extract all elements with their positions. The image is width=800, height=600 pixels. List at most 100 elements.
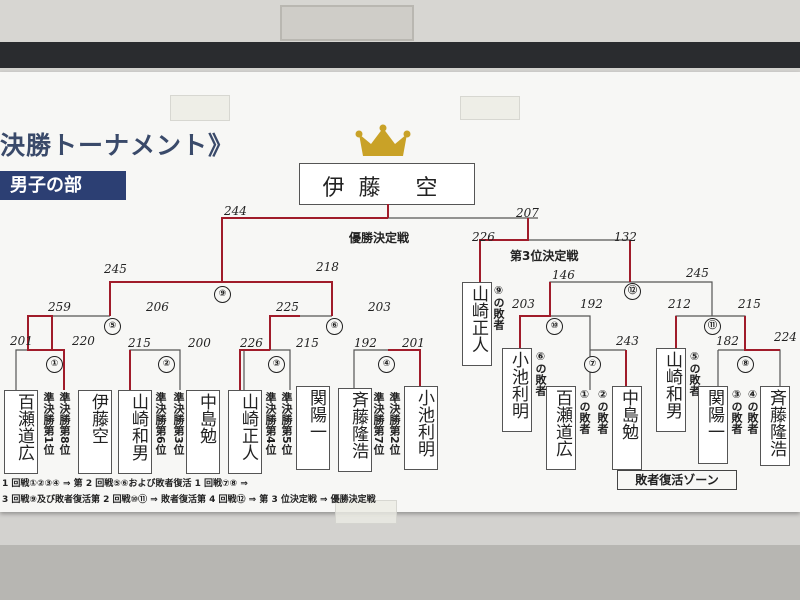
score: 132	[614, 230, 637, 244]
match-3: ③	[268, 356, 285, 373]
score: 215	[296, 336, 319, 350]
player-seed: 準決勝第4位	[264, 392, 277, 455]
tape-strip	[335, 500, 397, 524]
third-place-label: 第3位決定戦	[510, 249, 579, 263]
player-name: 斉藤隆浩	[766, 389, 786, 457]
player-box: 山崎正人	[228, 390, 262, 474]
score: 220	[72, 334, 95, 348]
repechage-note: ⑨の敗者	[492, 284, 505, 330]
player-box: 伊藤空	[78, 390, 112, 474]
player-name: 百瀬道広	[14, 393, 34, 461]
division-banner: 男子の部	[0, 171, 126, 200]
repechage-note: ③の敗者	[730, 388, 743, 434]
player-box: 関陽一	[296, 386, 330, 470]
player-seed: 準決勝第1位	[42, 392, 55, 455]
champion-box: 伊藤 空	[299, 163, 475, 205]
repechage-note: ②の敗者	[596, 388, 609, 434]
tape-strip	[460, 96, 520, 120]
player-name: 関陽一	[306, 389, 326, 440]
score: 215	[738, 297, 761, 311]
match-4: ④	[378, 356, 395, 373]
player-name: 山崎和男	[662, 351, 682, 419]
repechage-note: ①の敗者	[578, 388, 591, 434]
score: 226	[472, 230, 495, 244]
tape-strip	[170, 95, 230, 121]
match-10: ⑩	[546, 318, 563, 335]
match-11: ⑪	[704, 318, 721, 335]
player-box: 山崎和男	[118, 390, 152, 474]
score: 224	[774, 330, 797, 344]
score: 146	[552, 268, 575, 282]
score: 215	[128, 336, 151, 350]
player-box: 中島勉	[186, 390, 220, 474]
player-name: 山崎正人	[238, 393, 258, 461]
floor	[0, 545, 800, 600]
player-name: 百瀬道広	[552, 389, 572, 457]
score: 212	[668, 297, 691, 311]
score: 200	[188, 336, 211, 350]
score: 203	[368, 300, 391, 314]
player-seed: 準決勝第6位	[154, 392, 167, 455]
ceiling	[0, 0, 800, 45]
score: 206	[146, 300, 169, 314]
repechage-box: 中島勉	[612, 386, 642, 470]
poster-title: 決勝トーナメント》	[0, 131, 235, 160]
score: 201	[10, 334, 33, 348]
player-seed: 準決勝第7位	[372, 392, 385, 455]
match-2: ②	[158, 356, 175, 373]
player-seed: 準決勝第8位	[58, 392, 71, 455]
repechage-zone-label: 敗者復活ゾーン	[617, 470, 737, 490]
player-name: 小池利明	[508, 351, 528, 419]
repechage-box: 関陽一	[698, 386, 728, 464]
repechage-box: 山崎正人	[462, 282, 492, 366]
player-name: 中島勉	[196, 393, 216, 444]
match-12: ⑫	[624, 283, 641, 300]
champion-name: 伊藤 空	[322, 176, 452, 201]
match-6: ⑥	[326, 318, 343, 335]
repechage-note: ⑥の敗者	[534, 350, 547, 396]
match-5: ⑤	[104, 318, 121, 335]
ceiling-vent	[280, 5, 414, 41]
player-seed: 準決勝第3位	[172, 392, 185, 455]
score: 226	[240, 336, 263, 350]
score: 218	[316, 260, 339, 274]
score: 244	[224, 204, 247, 218]
player-name: 伊藤空	[88, 393, 108, 444]
repechage-box: 小池利明	[502, 348, 532, 432]
score: 203	[512, 297, 535, 311]
match-7: ⑦	[584, 356, 601, 373]
player-name: 中島勉	[618, 389, 638, 440]
score: 245	[686, 266, 709, 280]
score: 259	[48, 300, 71, 314]
score: 243	[616, 334, 639, 348]
score: 207	[516, 206, 539, 220]
player-name: 斉藤隆浩	[348, 391, 368, 459]
match-8: ⑧	[737, 356, 754, 373]
player-box: 斉藤隆浩	[338, 388, 372, 472]
player-box: 小池利明	[404, 386, 438, 470]
player-box: 百瀬道広	[4, 390, 38, 474]
player-name: 小池利明	[414, 389, 434, 457]
player-seed: 準決勝第5位	[280, 392, 293, 455]
repechage-note: ⑤の敗者	[688, 350, 701, 396]
player-name: 関陽一	[704, 389, 724, 440]
score: 192	[580, 297, 603, 311]
wall-rail	[0, 42, 800, 68]
score: 225	[276, 300, 299, 314]
score: 201	[402, 336, 425, 350]
crown-icon	[355, 124, 411, 156]
match-9: ⑨	[214, 286, 231, 303]
player-name: 山崎和男	[128, 393, 148, 461]
repechage-note: ④の敗者	[746, 388, 759, 434]
score: 182	[716, 334, 739, 348]
player-seed: 準決勝第2位	[388, 392, 401, 455]
match-1: ①	[46, 356, 63, 373]
final-label: 優勝決定戦	[349, 231, 410, 245]
flow-line-2: 3 回戦⑨及び敗者復活第 2 回戦⑩⑪ ⇒ 敗者復活第 4 回戦⑫ ⇒ 第 3 …	[2, 495, 376, 505]
score: 245	[104, 262, 127, 276]
repechage-box: 斉藤隆浩	[760, 386, 790, 466]
repechage-box: 山崎和男	[656, 348, 686, 432]
flow-line-1: 1 回戦①②③④ ⇒ 第 2 回戦⑤⑥および敗者復活 1 回戦⑦⑧ ⇒	[2, 479, 248, 489]
